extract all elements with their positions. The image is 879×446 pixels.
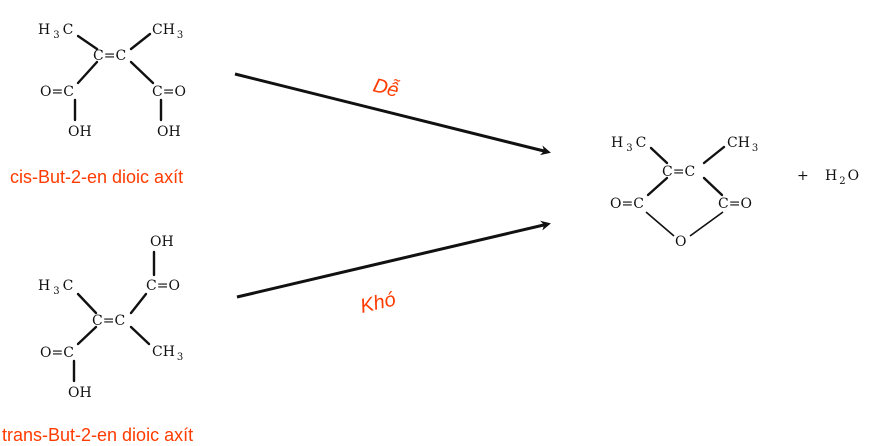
product-cc-label: C=C (662, 164, 695, 180)
product-bond (649, 146, 669, 165)
cis-bond (129, 60, 155, 85)
cis-bond (129, 32, 152, 51)
trans-bond (129, 325, 151, 346)
trans-bottom-hydroxyl: OH (68, 385, 92, 401)
trans-name: trans-But-2-en dioic axít (2, 425, 193, 445)
product-bond (645, 211, 675, 237)
easy-arrow (234, 72, 551, 156)
hard-label: Khó (358, 288, 398, 317)
cis-bond (76, 60, 99, 85)
cis-right-hydroxyl: OH (157, 124, 181, 140)
trans-bond (129, 292, 148, 315)
trans-bond (76, 292, 98, 315)
cis-left-hydroxyl: OH (68, 124, 92, 140)
trans-bond (76, 325, 98, 346)
cis-cc-label: C=C (93, 48, 126, 64)
cis-right-carbonyl: C=O (152, 84, 186, 100)
cis-name: cis-But-2-en dioic axít (10, 167, 183, 187)
cis-bond (76, 34, 99, 51)
easy-label: Dễ (371, 74, 401, 103)
hard-arrow (236, 220, 551, 299)
trans-top-hydroxyl: OH (150, 234, 174, 250)
trans-cc-label: C=C (92, 313, 125, 329)
cis-left-carbonyl: O=C (40, 84, 74, 100)
product-ring-oxygen: O (675, 234, 686, 250)
plus-sign: + (797, 168, 809, 184)
trans-top-carbonyl: C=O (146, 278, 180, 294)
product-right-carbonyl: C=O (718, 196, 752, 212)
product-bond (689, 211, 724, 237)
product-bond (702, 176, 724, 197)
reaction-arrows: Dễ Khó (234, 72, 551, 318)
trans-left-carbonyl: O=C (40, 345, 74, 361)
product-bond (646, 176, 669, 197)
product-bond (702, 145, 726, 165)
product-left-carbonyl: O=C (610, 196, 644, 212)
